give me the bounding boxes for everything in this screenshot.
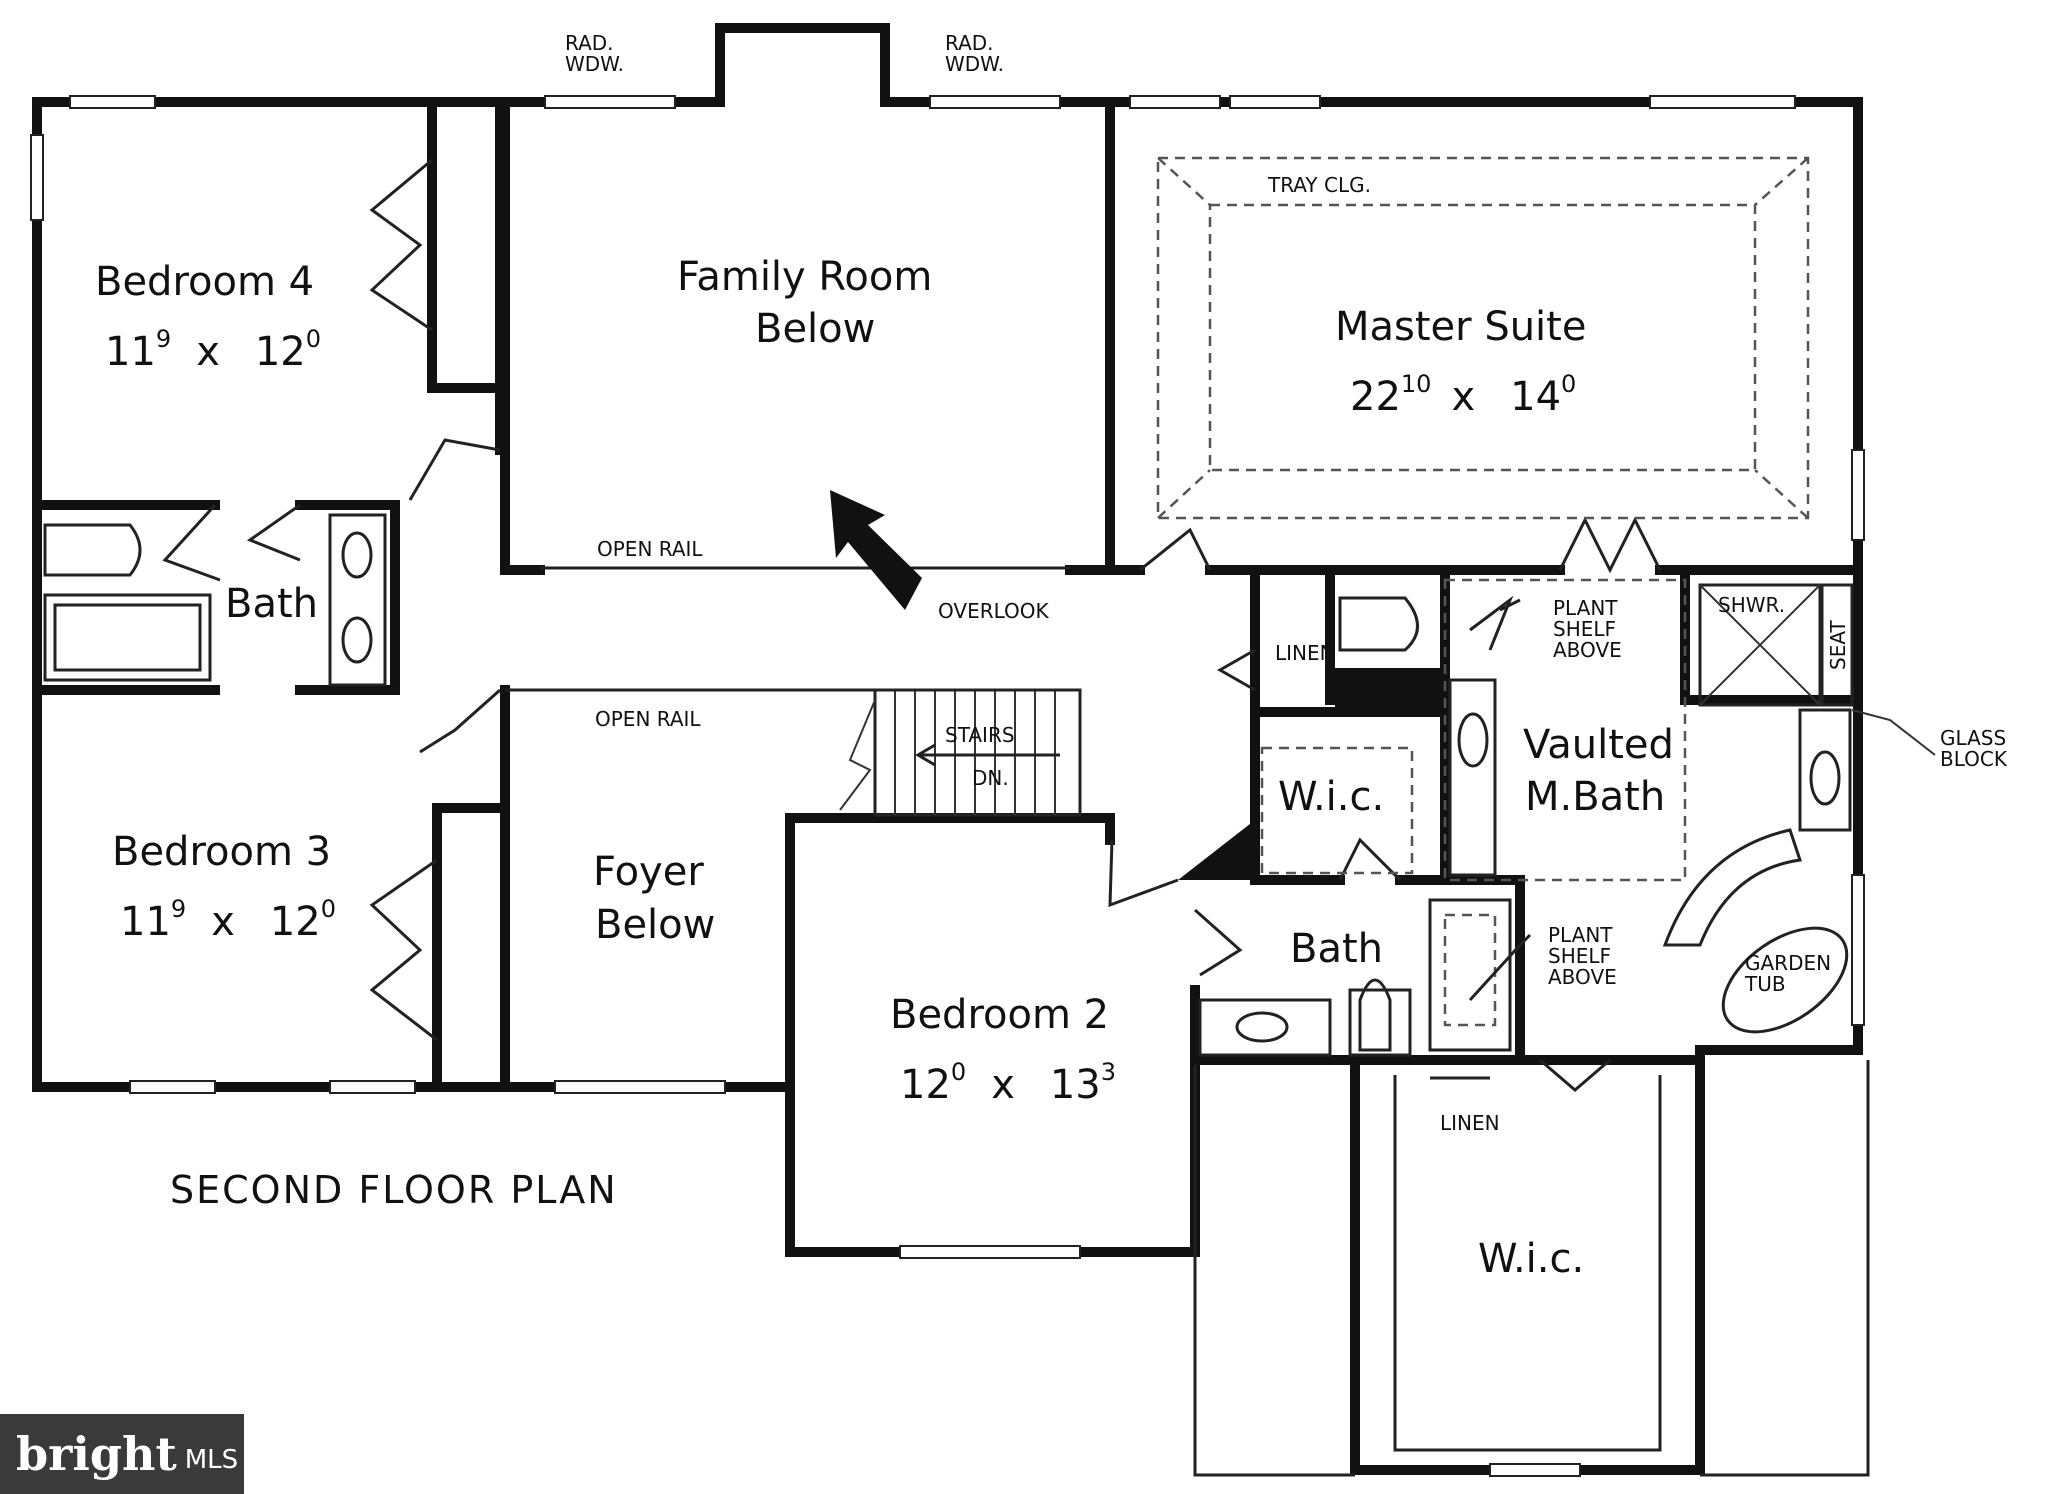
foyer-label: Foyer <box>593 849 704 895</box>
lower-outline <box>1193 1060 1870 1477</box>
bath2-label: Bath <box>1290 926 1383 972</box>
stairs-dn-note: DN. <box>972 766 1009 790</box>
overlook-note: OVERLOOK <box>938 599 1050 623</box>
seat-note: SEAT <box>1826 620 1850 670</box>
foyer-sublabel: Below <box>595 902 715 948</box>
bedroom3-label: Bedroom 3 <box>112 829 331 875</box>
tray-clg-note: TRAY CLG. <box>1267 173 1371 197</box>
rad-wdw-note-right: RAD.WDW. <box>945 31 1004 76</box>
bath2-fixtures <box>1198 978 1412 1057</box>
wic-shelf <box>1260 746 1414 875</box>
overlook-arrow-icon <box>830 490 922 610</box>
linen-note-lower: LINEN <box>1440 1111 1500 1135</box>
wall-block <box>1335 668 1445 716</box>
master-suite-label: Master Suite <box>1335 304 1586 350</box>
rad-wdw-note-left: RAD.WDW. <box>565 31 624 76</box>
family-room-sublabel: Below <box>755 306 875 352</box>
brand-suffix: MLS <box>184 1445 239 1475</box>
interior-walls <box>32 97 1863 1092</box>
bedroom2-label: Bedroom 2 <box>890 992 1109 1038</box>
windows <box>30 95 1865 1477</box>
open-rail-note-lower: OPEN RAIL <box>595 707 701 731</box>
hall-bath-label: Bath <box>225 581 318 627</box>
tray-ceiling <box>1156 156 1810 520</box>
brand-logo: bright <box>16 1427 177 1481</box>
hall-bath-fixtures <box>43 513 387 687</box>
master-bath-label: Vaulted <box>1523 722 1674 768</box>
doors <box>162 158 1662 1092</box>
plan-title: SECOND FLOOR PLAN <box>170 1168 618 1212</box>
wic-large-label: W.i.c. <box>1478 1236 1584 1282</box>
stairs-note: STAIRS <box>945 723 1015 747</box>
bedroom4-label: Bedroom 4 <box>95 259 314 305</box>
master-bath-sublabel: M.Bath <box>1525 774 1665 820</box>
linen-note-upper: LINEN <box>1275 641 1335 665</box>
glass-block-leader <box>1851 709 1936 756</box>
shower-note: SHWR. <box>1718 593 1785 617</box>
open-rail-note-upper: OPEN RAIL <box>597 537 703 561</box>
brand-watermark: bright MLS <box>0 1414 244 1494</box>
family-room-label: Family Room <box>677 254 932 300</box>
wic-small-label: W.i.c. <box>1278 774 1384 820</box>
wall-block <box>1178 820 1255 880</box>
master-bath-fixtures <box>1338 578 1854 1052</box>
